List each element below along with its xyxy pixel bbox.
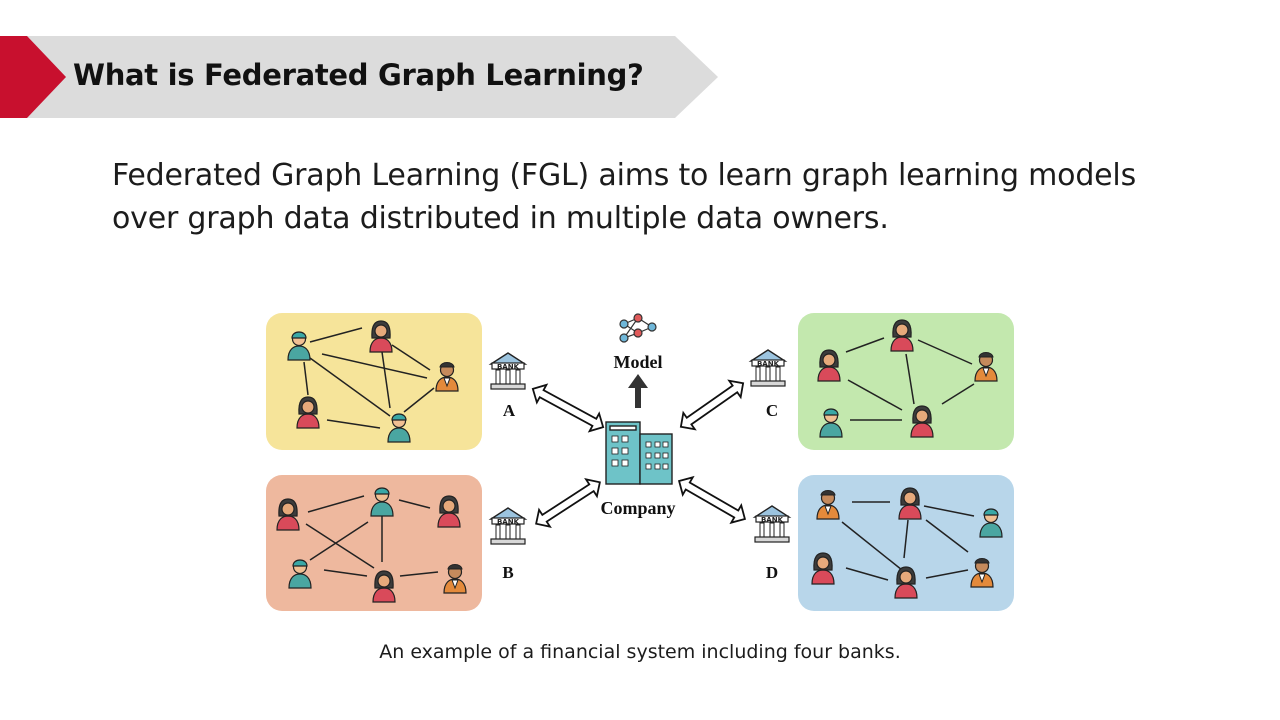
model-label: Model	[614, 352, 663, 372]
bidirectional-arrow-icon	[677, 475, 747, 525]
up-arrow-icon	[628, 374, 648, 408]
bank-label-a: A	[503, 401, 516, 420]
bidirectional-arrow-icon	[531, 383, 605, 433]
node-person-icon	[910, 405, 934, 438]
graph-edges-a	[303, 327, 435, 429]
fgl-diagram: BANK A BANK B BANK C BANK D Model Com	[266, 313, 1014, 611]
bank-icon	[490, 352, 526, 390]
bank-sign: BANK	[761, 516, 784, 524]
slide-title: What is Federated Graph Learning?	[73, 58, 644, 92]
node-person-icon	[296, 396, 320, 429]
title-band-shape	[0, 36, 718, 118]
bank-label-b: B	[502, 563, 513, 582]
graph-edges-d	[841, 501, 975, 581]
bank-icon	[754, 505, 790, 543]
node-person-icon	[369, 320, 393, 353]
bank-label-c: C	[766, 401, 778, 420]
node-person-icon	[898, 487, 922, 520]
node-person-icon	[276, 498, 300, 531]
panel-c	[798, 313, 1014, 450]
bank-sign: BANK	[497, 518, 520, 526]
company-building-icon	[605, 421, 673, 485]
bank-sign: BANK	[757, 360, 780, 368]
bank-label-d: D	[766, 563, 778, 582]
model-network-icon	[619, 313, 657, 343]
body-line: Federated Graph Learning (FGL) aims to l…	[112, 158, 1136, 193]
slide-body: Federated Graph Learning (FGL) aims to l…	[112, 154, 1192, 240]
title-banner	[0, 36, 718, 118]
bank-icon	[750, 349, 786, 387]
bank-icon	[490, 507, 526, 545]
bank-sign: BANK	[497, 363, 520, 371]
body-line: over graph data distributed in multiple …	[112, 201, 889, 236]
node-person-icon	[437, 495, 461, 528]
node-person-icon	[890, 319, 914, 352]
node-person-icon	[811, 552, 835, 585]
graph-edges-b	[305, 495, 439, 577]
diagram-caption: An example of a financial system includi…	[379, 641, 901, 663]
node-person-icon	[372, 570, 396, 603]
bidirectional-arrow-icon	[535, 478, 601, 528]
title-accent-arrow	[0, 36, 66, 118]
node-person-icon	[817, 349, 841, 382]
node-person-icon	[894, 566, 918, 599]
bidirectional-arrow-icon	[679, 379, 745, 431]
company-label: Company	[600, 498, 675, 518]
graph-edges-c	[845, 337, 975, 421]
panel-a	[266, 313, 482, 450]
